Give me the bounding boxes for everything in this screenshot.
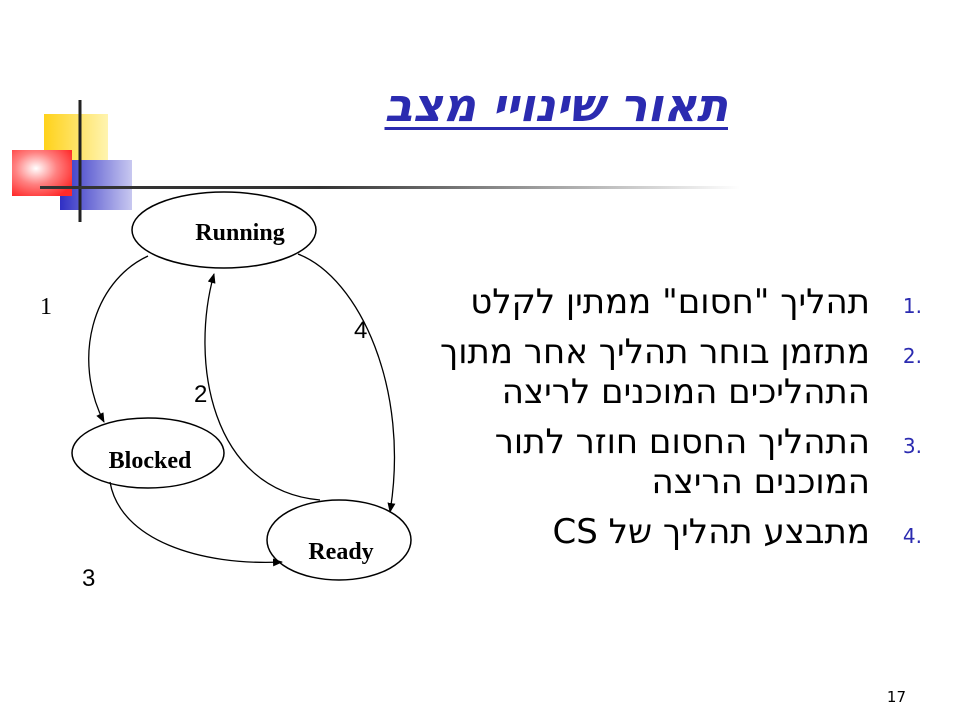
state-blocked-label: Blocked bbox=[109, 448, 192, 474]
list-item: 3. התהליך החסום חוזר לתור המוכנים הריצה bbox=[422, 422, 922, 502]
list-item: 4. מתבצע תהליך של CS bbox=[422, 512, 922, 552]
transition-2-label: 2 bbox=[194, 381, 207, 408]
page-number: 17 bbox=[886, 688, 906, 706]
transition-explanations-list: 1. תהליך "חסום" ממתין לקלט 2. מתזמן בוחר… bbox=[422, 282, 922, 562]
state-ready-node bbox=[266, 499, 412, 581]
state-ready-label: Ready bbox=[308, 539, 373, 565]
title-underline-rule bbox=[40, 186, 740, 189]
transition-4-arrow bbox=[297, 253, 396, 513]
transition-1-arrow bbox=[88, 255, 149, 423]
list-item: 1. תהליך "חסום" ממתין לקלט bbox=[422, 282, 922, 322]
list-item-text: מתזמן בוחר תהליך אחר מתוך התהליכים המוכנ… bbox=[440, 332, 870, 412]
state-blocked-node bbox=[71, 417, 225, 489]
list-item-number: 3. bbox=[902, 434, 922, 458]
list-item-text: תהליך "חסום" ממתין לקלט bbox=[470, 282, 870, 322]
state-running-node bbox=[131, 191, 317, 269]
state-running-label: Running bbox=[195, 220, 284, 246]
list-item-number: 2. bbox=[902, 344, 922, 368]
decorative-squares bbox=[12, 100, 132, 222]
list-item-number: 4. bbox=[902, 524, 922, 548]
transition-3-arrow bbox=[109, 481, 283, 567]
transition-2-arrow bbox=[204, 273, 321, 501]
list-item-text: מתבצע תהליך של CS bbox=[552, 512, 870, 552]
list-item: 2. מתזמן בוחר תהליך אחר מתוך התהליכים המ… bbox=[422, 332, 922, 412]
list-item-text: התהליך החסום חוזר לתור המוכנים הריצה bbox=[494, 422, 870, 502]
transition-4-label: 4 bbox=[354, 317, 367, 344]
slide-title: תאור שינויי מצב bbox=[384, 78, 729, 132]
list-item-number: 1. bbox=[902, 294, 922, 318]
transition-1-label: 1 bbox=[40, 294, 52, 320]
state-diagram: Running Blocked Ready 1 4 2 3 bbox=[40, 191, 412, 592]
transition-3-label: 3 bbox=[82, 565, 95, 592]
